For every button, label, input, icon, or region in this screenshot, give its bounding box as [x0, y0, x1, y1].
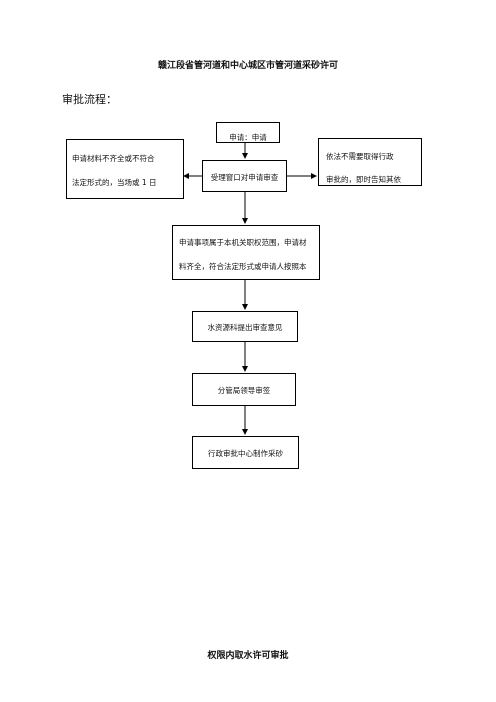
flow-box-no-approval-line2: 审批的，即时告知其依	[326, 175, 401, 184]
flow-box-within-scope-line2: 料齐全，符合法定形式或申请人按照本	[179, 262, 307, 271]
section-heading: 审批流程：	[62, 93, 117, 106]
flow-box-incomplete-materials: 申请材料不齐全或不符合 法定形式的，当场或 1 日	[66, 139, 184, 199]
flow-box-window-review: 受理窗口对申请审查	[202, 160, 287, 192]
flow-box-application-text: 申请：申请	[229, 133, 267, 142]
flow-box-incomplete-line1: 申请材料不齐全或不符合	[72, 154, 155, 163]
flow-box-water-resources-text: 水资源科提出审查意见	[207, 323, 283, 332]
flow-box-window-review-text: 受理窗口对申请审查	[210, 173, 279, 182]
flow-box-no-approval-needed: 依法不需要取得行政 审批的，即时告知其依	[318, 138, 422, 186]
flow-box-water-resources: 水资源科提出审查意见	[192, 311, 298, 342]
flow-box-no-approval-line1: 依法不需要取得行政	[326, 152, 394, 161]
flow-box-leader-signoff-text: 分管局领导审签	[217, 386, 271, 395]
footer-section-title: 权限内取水许可审批	[207, 651, 289, 661]
flow-box-approval-center-text: 行政审批中心制作采砂	[208, 449, 283, 458]
flow-box-approval-center: 行政审批中心制作采砂	[192, 436, 299, 469]
flow-box-within-scope-line1: 申请事项属于本机关职权范围，申请材	[179, 238, 307, 247]
flow-box-application: 申请：申请	[216, 122, 280, 143]
flow-box-incomplete-line2: 法定形式的，当场或 1 日	[72, 178, 157, 187]
flow-box-leader-signoff: 分管局领导审签	[192, 373, 296, 406]
flow-box-within-scope: 申请事项属于本机关职权范围，申请材 料齐全，符合法定形式或申请人按照本	[172, 225, 320, 280]
document-title: 赣江段省管河道和中心城区市管河道采砂许可	[157, 61, 338, 71]
